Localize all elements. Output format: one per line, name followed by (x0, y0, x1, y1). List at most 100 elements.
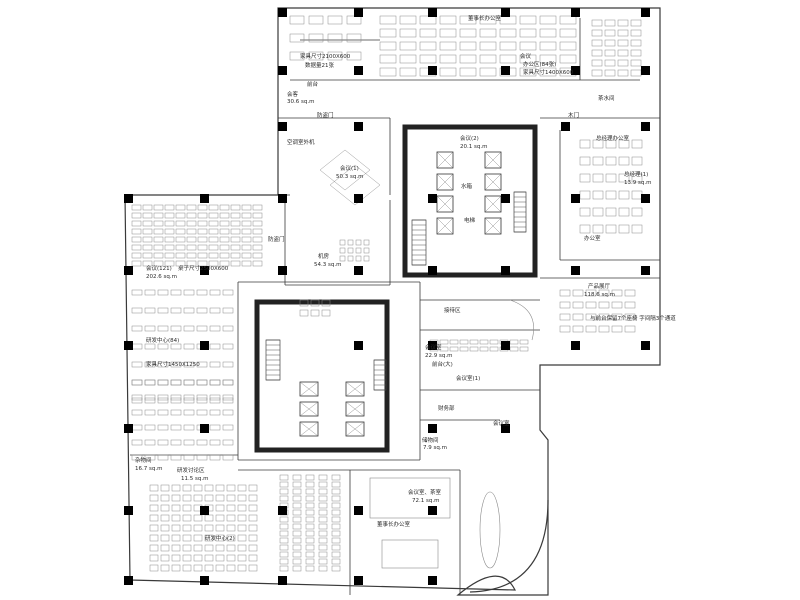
desk (279, 474, 289, 481)
desk (144, 307, 156, 314)
desk (157, 454, 169, 461)
desk (193, 514, 203, 522)
desk (170, 325, 182, 332)
desk (631, 224, 643, 234)
desk (183, 454, 195, 461)
column (501, 266, 510, 275)
desk (355, 255, 362, 262)
desk (489, 339, 499, 345)
desk (175, 204, 186, 211)
desk (252, 260, 263, 267)
room-label: 防盗门 (317, 111, 334, 119)
desk (164, 220, 175, 227)
desk (539, 67, 557, 77)
desk (605, 139, 617, 149)
desk (204, 564, 214, 572)
desk (318, 481, 328, 488)
column (278, 266, 287, 275)
room-label: 72.1 sq.m (412, 498, 439, 504)
room-label: 产品展厅 (588, 282, 611, 290)
desk (459, 28, 477, 38)
desk (144, 361, 156, 368)
desk (183, 397, 195, 404)
column (278, 576, 287, 585)
column (124, 266, 133, 275)
desk (209, 397, 221, 404)
desk (604, 69, 616, 77)
column (200, 506, 209, 515)
desk (598, 289, 610, 297)
conference-table (479, 491, 501, 569)
desk (144, 454, 156, 461)
desk (399, 54, 417, 64)
desk (572, 313, 584, 321)
elevator-shaft (436, 151, 454, 169)
room-label: 会议(2) (460, 134, 479, 142)
desk (208, 228, 219, 235)
desk (222, 439, 234, 446)
desk (209, 424, 221, 431)
desk (196, 394, 208, 401)
desk (142, 260, 153, 267)
room-label: 会议室、茶室 (408, 488, 442, 496)
desk (331, 551, 341, 558)
desk (559, 325, 571, 333)
elevator-cross (484, 195, 502, 213)
desk (279, 544, 289, 551)
structural-columns (124, 8, 650, 585)
desk (439, 54, 457, 64)
desk (186, 260, 197, 267)
desk (171, 534, 181, 542)
column (354, 8, 363, 17)
desk (209, 307, 221, 314)
desk (215, 524, 225, 532)
desk (292, 488, 302, 495)
desk (310, 299, 320, 307)
column (200, 576, 209, 585)
column (200, 424, 209, 433)
desk (209, 379, 221, 386)
desk (363, 239, 370, 246)
desk (131, 220, 142, 227)
desk (331, 544, 341, 551)
desk (419, 41, 437, 51)
desk (160, 544, 170, 552)
desk (175, 244, 186, 251)
desk (131, 289, 143, 296)
desk (183, 379, 195, 386)
desk (131, 260, 142, 267)
desk (292, 565, 302, 572)
desk (331, 530, 341, 537)
desk (248, 554, 258, 562)
desk (215, 484, 225, 492)
desk (196, 409, 208, 416)
desk (153, 212, 164, 219)
desk (171, 524, 181, 532)
desk (611, 313, 623, 321)
desk (193, 564, 203, 572)
desk (222, 454, 234, 461)
desk (305, 481, 315, 488)
desk (305, 551, 315, 558)
column (124, 576, 133, 585)
desk (591, 39, 603, 47)
desk (630, 29, 642, 37)
desk (363, 247, 370, 254)
room-label: 20.1 sq.m (460, 144, 487, 150)
desk (419, 15, 437, 25)
desk (183, 361, 195, 368)
desk (305, 530, 315, 537)
desk (215, 564, 225, 572)
column (124, 194, 133, 203)
desk (149, 534, 159, 542)
core-wall (254, 299, 390, 453)
desk (196, 454, 208, 461)
desk (157, 424, 169, 431)
column (278, 122, 287, 131)
desk (618, 224, 630, 234)
desk (289, 51, 305, 61)
desk (479, 67, 497, 77)
desk (439, 339, 449, 345)
desk (164, 244, 175, 251)
desk (252, 244, 263, 251)
